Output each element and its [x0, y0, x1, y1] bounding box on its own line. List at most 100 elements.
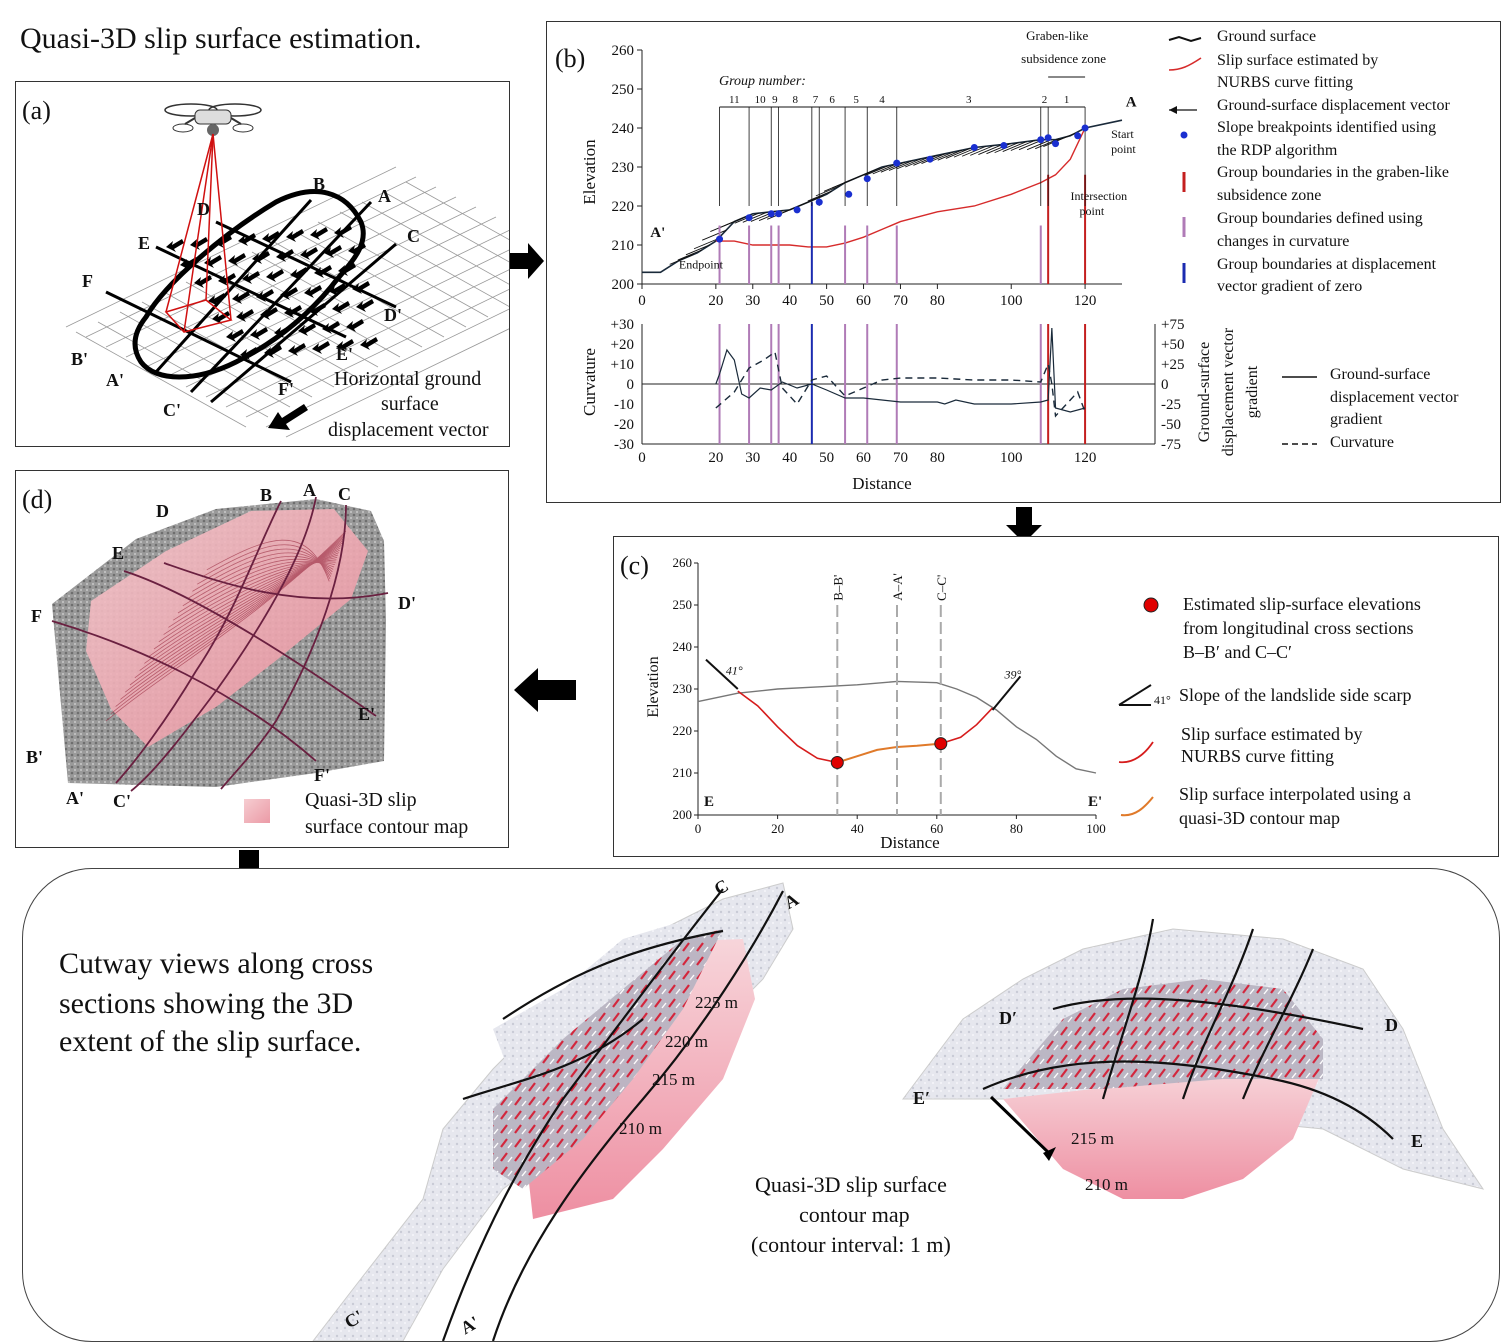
- breakpoint-dot: [845, 190, 853, 198]
- map-label-f-prime: F': [314, 765, 330, 785]
- legend-c-orange-2: quasi-3D contour map: [1179, 808, 1340, 828]
- cross-section-lines: [105, 198, 397, 404]
- bottom-left-tick: 0: [627, 377, 635, 393]
- cutaway-note-3: (contour interval: 1 m): [751, 1232, 951, 1257]
- legend-breakpoints-2: the RDP algorithm: [1217, 142, 1338, 159]
- bottom-left-tick: +10: [611, 357, 634, 373]
- point-label-f: F: [82, 271, 93, 291]
- displacement-vector: [742, 211, 767, 223]
- top-ytick: 220: [612, 199, 635, 215]
- map-label-e: E: [112, 543, 125, 563]
- point-label-b-prime: B': [71, 349, 89, 369]
- group-number: 8: [792, 94, 798, 106]
- top-ytick: 200: [612, 277, 635, 293]
- displacement-vector: [880, 161, 906, 173]
- top-xtick: 0: [638, 293, 646, 309]
- panel-cutaway: Cutway views along cross sections showin…: [22, 868, 1500, 1342]
- displacement-vector: [1010, 140, 1036, 151]
- displacement-vector: [888, 160, 914, 171]
- map-label-d-prime: D': [398, 593, 416, 613]
- bottom-right-tick: +75: [1161, 317, 1184, 333]
- top-xtick: 50: [819, 293, 834, 309]
- displacement-vector: [921, 153, 946, 164]
- cutaway-caption-2: sections showing the 3D: [59, 987, 354, 1020]
- panel-b-label: (b): [555, 44, 586, 73]
- top-ytick: 210: [612, 238, 635, 254]
- legend2-gradient-1: Ground-surface: [1330, 366, 1431, 383]
- breakpoint-dot: [716, 235, 724, 243]
- point-label-c: C: [407, 226, 420, 246]
- legend-curvature-1: Group boundaries defined using: [1217, 210, 1423, 227]
- section-label-a-prime: A': [650, 225, 665, 241]
- bottom-xtick: 0: [638, 450, 646, 466]
- top-xtick: 40: [782, 293, 797, 309]
- top-ytick: 250: [612, 82, 635, 98]
- landslide-outline: [132, 189, 366, 380]
- legend-c-dot-3: B–B′ and C–C′: [1183, 642, 1292, 662]
- displacement-vector: [856, 167, 881, 179]
- group-number: 4: [879, 94, 885, 106]
- displacement-vector: [685, 244, 711, 256]
- c-ytick: 250: [673, 597, 693, 612]
- map-label-d: D: [156, 501, 169, 521]
- panel-d: (d) D B A C: [15, 470, 509, 848]
- c-label-e: E: [704, 794, 714, 810]
- left-3d-view: [312, 882, 794, 1341]
- displacement-vector: [864, 165, 889, 177]
- c-x-label: Distance: [880, 833, 939, 852]
- group-number: 2: [1042, 94, 1048, 106]
- panel-c-label: (c): [620, 551, 649, 580]
- left-contour-225: 225 m: [695, 993, 738, 1012]
- breakpoint-dot: [1081, 124, 1089, 132]
- panel-a-label: (a): [22, 96, 51, 125]
- bottom-right-tick: +50: [1161, 337, 1184, 353]
- bottom-xtick: 50: [819, 450, 834, 466]
- point-label-e: E: [138, 233, 151, 253]
- flow-arrow-down-icon: [1006, 507, 1042, 543]
- displacement-vector: [929, 151, 954, 163]
- legend-ground-surface: Ground surface: [1217, 28, 1317, 45]
- top-xtick: 60: [856, 293, 871, 309]
- legend-graben-1: Group boundaries in the graben-like: [1217, 164, 1449, 181]
- c-legend-dot-icon: [1143, 597, 1159, 613]
- bottom-right-tick: -50: [1161, 417, 1181, 433]
- slip-surface-contours: [105, 530, 347, 722]
- start-point-label-2: point: [1111, 142, 1136, 156]
- right-label-e: E: [1411, 1131, 1424, 1151]
- bottom-xtick: 120: [1074, 450, 1097, 466]
- top-ytick: 260: [612, 43, 635, 59]
- bottom-left-tick: +30: [611, 317, 634, 333]
- displacement-vector: [896, 158, 922, 170]
- bottom-xtick: 80: [930, 450, 945, 466]
- group-title: Group number:: [719, 74, 806, 89]
- displacement-vector: [872, 163, 897, 175]
- displacement-vector: [913, 154, 938, 166]
- panel-d-legend-2: surface contour map: [305, 816, 469, 838]
- right-slip-bowl: [1003, 1069, 1323, 1199]
- panel-a-legend-line3: displacement vector: [328, 419, 489, 441]
- bottom-left-tick: +20: [611, 337, 634, 353]
- bottom-xtick: 60: [856, 450, 871, 466]
- right-3d-view: [902, 918, 1485, 1199]
- cutaway-caption-1: Cutway views along cross: [59, 947, 374, 980]
- point-label-a: A: [378, 186, 391, 206]
- legend2-curvature: Curvature: [1330, 434, 1394, 451]
- breakpoint-dot: [1074, 132, 1082, 140]
- bottom-xtick: 100: [1000, 450, 1023, 466]
- group-number: 10: [755, 94, 767, 106]
- c-label-e-prime: E': [1088, 794, 1102, 810]
- legend2-gradient-2: displacement vector: [1330, 389, 1459, 406]
- endpoint-label: Endpoint: [679, 257, 724, 271]
- bottom-right-label: Ground-surface: [1196, 342, 1213, 442]
- bottom-right-label: displacement vector: [1220, 327, 1237, 456]
- bottom-right-tick: -75: [1161, 437, 1181, 453]
- c-ytick: 200: [673, 807, 693, 822]
- displacement-vector: [970, 144, 995, 156]
- bottom-xtick: 30: [745, 450, 760, 466]
- displacement-vector: [669, 253, 694, 265]
- flow-arrow-right-icon: [510, 243, 544, 279]
- legend-c-dot-2: from longitudinal cross sections: [1183, 618, 1414, 638]
- c-xtick: 60: [930, 821, 943, 836]
